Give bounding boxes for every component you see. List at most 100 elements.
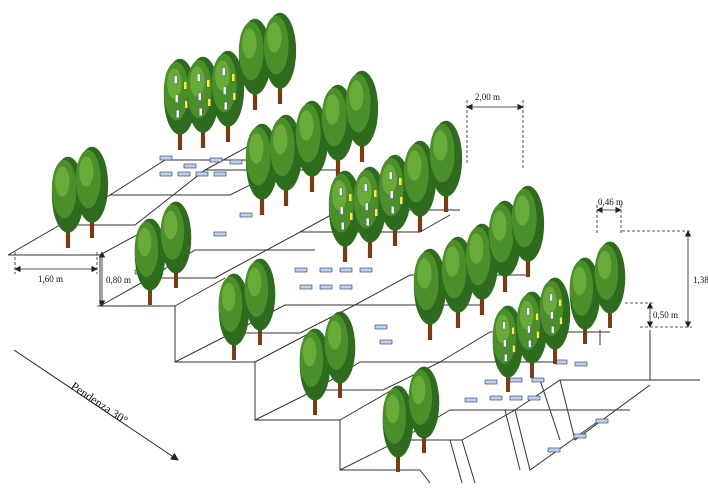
tree-trunk [277, 83, 283, 104]
tree-tag [502, 321, 506, 330]
row-stake [374, 324, 388, 330]
tree-foliage-light [515, 195, 530, 226]
tree-foliage-light [492, 210, 507, 241]
tree-tag [341, 221, 345, 230]
tree-tag [175, 109, 180, 118]
tree-foliage-light [302, 337, 317, 367]
tree-foliage-light [299, 110, 314, 141]
terrace-edge [514, 409, 601, 471]
tree [539, 277, 571, 364]
tree [134, 218, 166, 305]
tree-tag [512, 345, 516, 353]
tree-trunk [148, 285, 152, 305]
tree [75, 146, 109, 238]
tree-trunk [174, 268, 178, 288]
tree [238, 18, 272, 110]
tree-tag [398, 177, 403, 186]
tree [465, 223, 499, 315]
tree-trunk [479, 294, 485, 315]
tree-foliage-light [349, 80, 364, 111]
row-stake [531, 377, 545, 383]
tree [244, 258, 276, 345]
tree-tag [232, 92, 236, 101]
row-stake [159, 155, 173, 161]
row-stake [464, 397, 478, 403]
tree-foliage-light [572, 266, 587, 296]
row-stake [339, 284, 353, 290]
tree-tag [389, 171, 393, 180]
tree-trunk [422, 433, 426, 453]
row-stake [547, 447, 561, 453]
tree [269, 114, 303, 206]
tree-trunk [225, 121, 231, 142]
tree-foliage-light [411, 375, 426, 405]
tree-tag [175, 94, 179, 103]
tree-tag [198, 92, 202, 101]
tree-foliage-light [445, 246, 460, 277]
tree-trunk [427, 319, 433, 340]
tree [408, 366, 440, 453]
tree-tag [559, 317, 563, 325]
tree-tag [339, 187, 343, 196]
tree-trunk [530, 358, 534, 378]
tree-trunk [553, 344, 557, 364]
terrace-edge [504, 409, 521, 471]
tree-trunk [342, 241, 348, 262]
tree-tag [536, 331, 540, 339]
tree-trunk [392, 225, 398, 246]
tree-tag [197, 73, 201, 82]
tree [378, 154, 412, 246]
tree-trunk [367, 237, 373, 258]
row-stake [339, 267, 353, 273]
tree-tag [504, 354, 508, 362]
tree-trunk [338, 378, 342, 398]
tree-tag [549, 293, 553, 302]
slope-label: Pendenza 30° [68, 379, 131, 428]
tree-tag [527, 325, 531, 334]
tree-foliage-light [79, 156, 94, 187]
terrace-edge [339, 389, 393, 421]
tree [299, 328, 331, 415]
tree [328, 170, 362, 262]
tree-trunk [417, 211, 423, 232]
row-stake [573, 433, 587, 439]
tree-tag [391, 205, 395, 214]
tree-tag [223, 86, 227, 95]
tree-tag [373, 189, 378, 198]
terrace-edge [559, 379, 651, 441]
tree [403, 140, 437, 232]
tree-tag [349, 212, 353, 221]
tree-tag [503, 339, 507, 348]
slope-arrow [13, 349, 179, 461]
row-stake [319, 267, 333, 273]
tree-gap-label: 0,46 m [598, 197, 623, 207]
terrace-edge [461, 409, 630, 441]
tree-tag [223, 101, 228, 110]
tree-tag [399, 196, 403, 205]
tree-trunk [335, 155, 341, 176]
tree-tag [231, 73, 236, 82]
tree-foliage-light [407, 150, 422, 181]
terrace-edge [461, 439, 476, 484]
tree-foliage-light [433, 130, 448, 161]
tree-trunk [177, 129, 183, 150]
tree-trunk [359, 141, 365, 162]
tree-tag [207, 98, 211, 107]
tree [160, 201, 192, 288]
tree-foliage-light [597, 250, 612, 280]
row-stake [595, 418, 609, 424]
tree-trunk [583, 324, 587, 344]
tree-foliage-light [327, 320, 342, 350]
tree [594, 241, 626, 328]
row-stake [359, 267, 373, 273]
tree-foliage-light [267, 22, 282, 53]
tree-foliage-light [385, 394, 400, 424]
tree-foliage-light [469, 233, 484, 264]
tree [382, 385, 414, 472]
tree-tag [365, 202, 369, 211]
tree-trunk [313, 395, 317, 415]
terrace-edge [449, 439, 463, 484]
tree-trunk [259, 194, 265, 215]
